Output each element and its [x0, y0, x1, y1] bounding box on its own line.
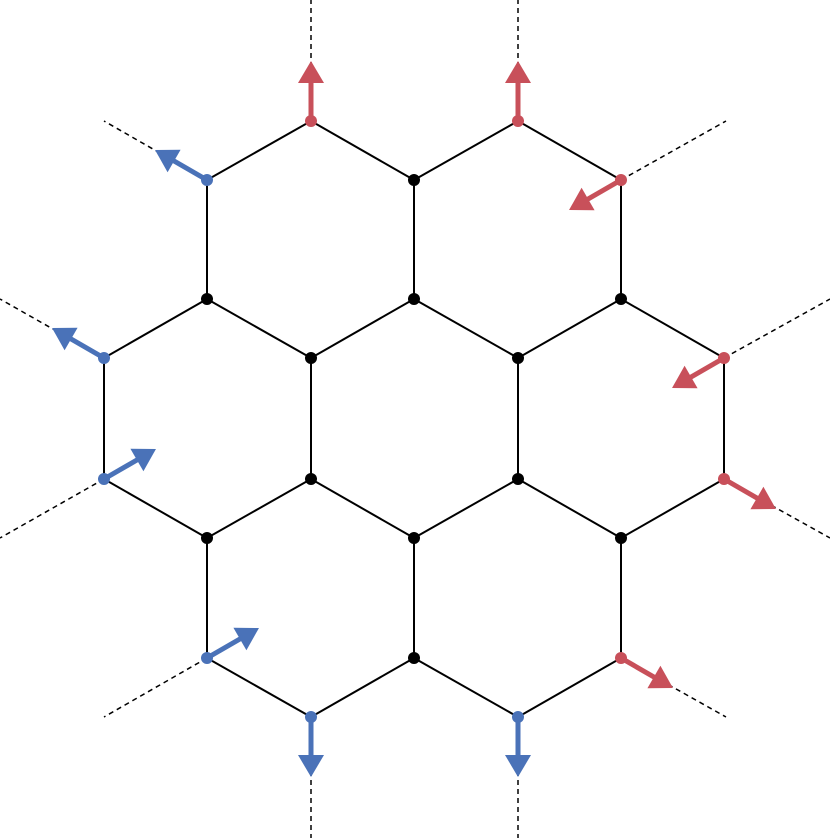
edge-a-d	[310, 120, 415, 181]
edge-t-x	[206, 657, 312, 718]
vertex-s	[615, 532, 627, 544]
edge-u-x	[310, 657, 415, 718]
blue-vertex-m	[98, 473, 110, 485]
dashed-line-3	[620, 120, 727, 181]
edge-n-q	[206, 478, 312, 539]
arrow-l-head	[672, 365, 698, 389]
blue-vertex-t	[201, 652, 213, 664]
arrow-l-shaft	[688, 355, 726, 381]
edge-f-i	[103, 298, 208, 359]
arrow-p-shaft	[722, 476, 760, 502]
vertex-f	[201, 293, 213, 305]
hexagon-edges	[103, 120, 725, 718]
arrow-w-head	[647, 665, 673, 689]
arrow-i-head	[52, 327, 78, 351]
edge-o-s	[517, 478, 622, 539]
lattice-vertices	[98, 115, 730, 723]
blue-vertex-x	[305, 711, 317, 723]
blue-vertex-c	[201, 174, 213, 186]
edge-o-r	[413, 478, 519, 539]
edge-g-j	[310, 298, 415, 359]
vertex-q	[201, 532, 213, 544]
arrow-c-shaft	[171, 157, 209, 183]
arrow-a-head	[298, 61, 324, 83]
vertex-n	[305, 473, 317, 485]
edge-p-s	[620, 478, 725, 539]
arrow-t-head	[233, 627, 259, 651]
vertex-r	[408, 532, 420, 544]
red-vertex-a	[305, 115, 317, 127]
blue-vertex-i	[98, 352, 110, 364]
edge-w-y	[517, 657, 622, 718]
red-vertex-b	[512, 115, 524, 127]
red-vertex-p	[718, 473, 730, 485]
red-vertex-l	[718, 352, 730, 364]
arrow-m-head	[130, 448, 156, 472]
arrow-w-shaft	[619, 655, 657, 681]
arrow-y-head	[505, 755, 531, 777]
arrow-c-head	[155, 149, 181, 173]
arrow-t-shaft	[205, 635, 243, 661]
edge-a-c	[206, 120, 312, 181]
arrow-e-head	[569, 187, 595, 211]
vertex-d	[408, 174, 420, 186]
vertex-g	[408, 293, 420, 305]
boundary-arrows	[52, 61, 776, 777]
dashed-line-6	[0, 478, 105, 539]
vertex-o	[512, 473, 524, 485]
vertex-j	[305, 352, 317, 364]
edge-b-d	[413, 120, 519, 181]
vertex-h	[615, 293, 627, 305]
arrow-b-head	[505, 61, 531, 83]
red-vertex-w	[615, 652, 627, 664]
dashed-line-8	[103, 657, 208, 718]
arrow-m-shaft	[102, 456, 140, 482]
edge-h-l	[620, 298, 725, 359]
edge-f-j	[206, 298, 312, 359]
arrow-e-shaft	[585, 177, 623, 203]
edge-h-k	[517, 298, 622, 359]
edge-u-y	[413, 657, 519, 718]
arrow-i-shaft	[68, 335, 106, 361]
edge-g-k	[413, 298, 519, 359]
red-vertex-e	[615, 174, 627, 186]
edge-n-r	[310, 478, 415, 539]
vertex-k	[512, 352, 524, 364]
blue-vertex-y	[512, 711, 524, 723]
arrow-p-head	[750, 486, 776, 510]
dashed-line-5	[723, 298, 830, 359]
arrow-x-head	[298, 755, 324, 777]
edge-m-q	[103, 478, 208, 539]
vertex-u	[408, 652, 420, 664]
edge-b-e	[517, 120, 622, 181]
